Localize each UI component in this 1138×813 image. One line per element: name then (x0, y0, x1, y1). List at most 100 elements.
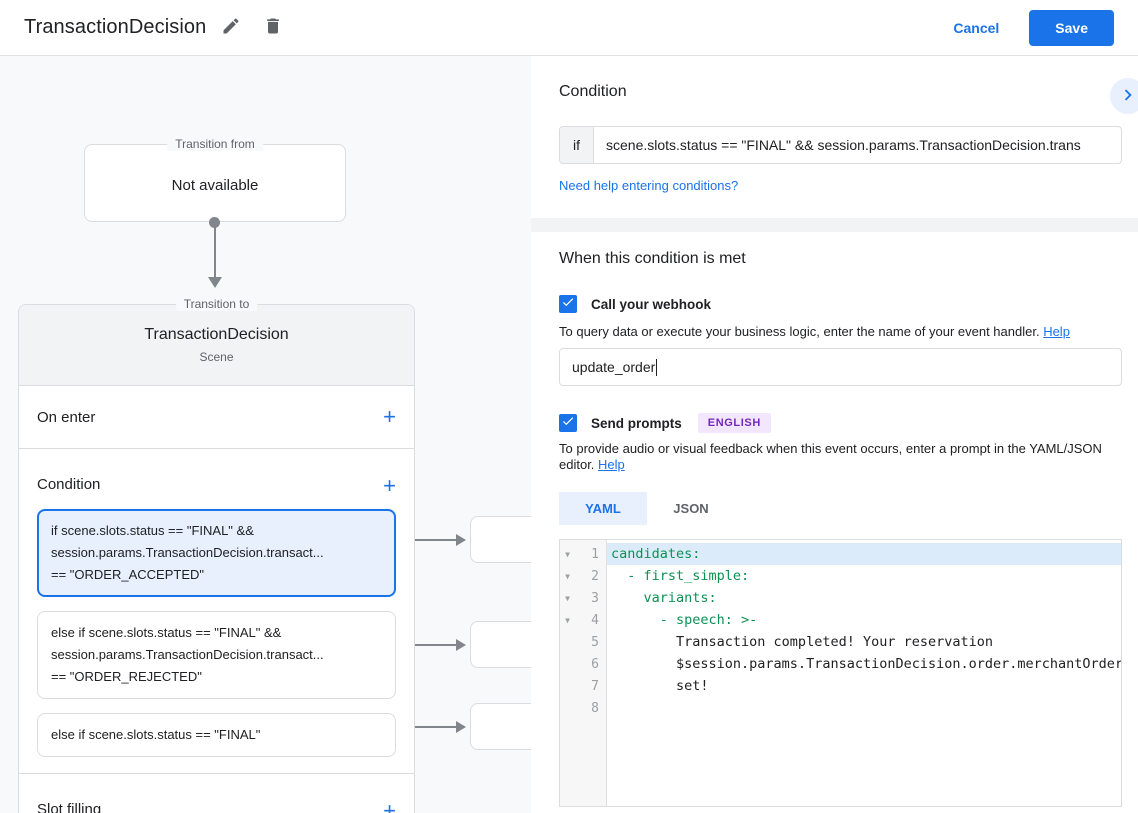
condition-section-label: Condition (37, 476, 101, 493)
line-number: 3 (591, 590, 599, 606)
condition-line: session.params.TransactionDecision.trans… (51, 647, 324, 662)
slot-filling-label: Slot filling (37, 801, 102, 813)
flow-canvas: Transition from Not available Transition… (0, 56, 531, 813)
add-condition-button[interactable]: + (383, 473, 396, 498)
connector-arrow-right-icon (456, 534, 466, 546)
yaml-editor[interactable]: ▼ 1 ▼ 2 ▼ 3 ▼ 4 5 6 7 8 candidates: - first_… (559, 539, 1122, 807)
condition-expression-field[interactable]: if scene.slots.status == "FINAL" && sess… (559, 126, 1122, 164)
pencil-icon (221, 16, 241, 39)
add-on-enter-button[interactable]: + (383, 404, 396, 429)
on-enter-section: On enter + (19, 385, 414, 448)
slot-filling-section: Slot filling + Slot validation (19, 773, 414, 813)
cancel-button[interactable]: Cancel (953, 19, 1000, 36)
section-divider (531, 218, 1138, 232)
line-number: 1 (591, 546, 599, 562)
transition-to-legend: Transition to (175, 297, 258, 311)
tab-yaml[interactable]: YAML (559, 492, 647, 525)
tab-json[interactable]: JSON (673, 501, 709, 516)
code-line: - first_simple: (611, 568, 750, 584)
scene-subtitle: Scene (199, 350, 234, 364)
webhook-helper: To query data or execute your business l… (559, 324, 1070, 339)
edit-title-button[interactable] (214, 11, 248, 45)
transition-target-box[interactable] (470, 703, 531, 750)
fold-toggle-icon[interactable]: ▼ (565, 571, 570, 581)
transition-from-legend: Transition from (167, 137, 263, 151)
fold-toggle-icon[interactable]: ▼ (565, 593, 570, 603)
code-line (607, 697, 1121, 719)
condition-line: else if scene.slots.status == "FINAL" && (51, 625, 282, 640)
transition-to-card: Transition to TransactionDecision Scene … (18, 297, 415, 813)
transition-from-box: Transition from Not available (84, 137, 346, 222)
code-line: $session.params.TransactionDecision.orde… (676, 656, 1121, 672)
connector-arrow-right-icon (456, 721, 466, 733)
send-prompts-row: Send prompts ENGLISH (559, 413, 1122, 433)
fold-toggle-icon[interactable]: ▼ (565, 615, 570, 625)
editor-tabs: YAML JSON (559, 492, 1122, 525)
code-line: variants: (611, 590, 717, 606)
condition-line: == "ORDER_REJECTED" (51, 669, 202, 684)
checkmark-icon (561, 414, 575, 433)
save-button[interactable]: Save (1029, 9, 1114, 46)
add-slot-button[interactable]: + (383, 800, 396, 813)
condition-card-accepted[interactable]: if scene.slots.status == "FINAL" && sess… (37, 509, 396, 597)
webhook-handler-value: update_order (572, 359, 656, 375)
line-number: 2 (591, 568, 599, 584)
line-number: 6 (591, 656, 599, 672)
on-enter-label: On enter (37, 408, 96, 426)
language-badge: ENGLISH (697, 413, 771, 433)
connector-line (399, 539, 457, 541)
condition-expression-value[interactable]: scene.slots.status == "FINAL" && session… (606, 137, 1081, 153)
transition-target-box[interactable] (470, 621, 531, 668)
line-number: 4 (591, 612, 599, 628)
transition-from-content: Not available (171, 176, 259, 194)
prompts-help-link[interactable]: Help (598, 457, 625, 472)
chevron-right-icon (1117, 84, 1138, 109)
code-line: set! (611, 678, 709, 694)
when-condition-heading: When this condition is met (559, 250, 746, 267)
editor-gutter: ▼ 1 ▼ 2 ▼ 3 ▼ 4 5 6 7 8 (560, 540, 607, 806)
collapse-panel-button[interactable] (1110, 78, 1138, 114)
prompts-helper: To provide audio or visual feedback when… (559, 441, 1102, 472)
code-line: Transaction completed! Your reservation (611, 634, 994, 650)
if-prefix: if (560, 127, 594, 163)
text-cursor (656, 358, 658, 376)
send-prompts-checkbox[interactable] (559, 414, 577, 432)
condition-card-final[interactable]: else if scene.slots.status == "FINAL" (37, 713, 396, 757)
line-number: 5 (591, 634, 599, 650)
panel-condition-heading: Condition (559, 83, 627, 100)
line-number: 8 (591, 700, 599, 716)
condition-detail-panel: Condition if scene.slots.status == "FINA… (531, 56, 1138, 813)
connector-line (214, 227, 216, 278)
fold-toggle-icon[interactable]: ▼ (565, 549, 570, 559)
connector-dot (209, 217, 220, 228)
connector-line (399, 726, 457, 728)
line-number: 7 (591, 678, 599, 694)
condition-line: else if scene.slots.status == "FINAL" (51, 727, 261, 742)
transition-target-box[interactable] (470, 516, 531, 563)
connector-arrow-right-icon (456, 639, 466, 651)
webhook-handler-input[interactable]: update_order (559, 348, 1122, 386)
page-title: TransactionDecision (24, 16, 207, 38)
webhook-checkbox[interactable] (559, 295, 577, 313)
condition-line: if scene.slots.status == "FINAL" && (51, 523, 254, 538)
condition-section: Condition + if scene.slots.status == "FI… (19, 448, 414, 773)
scene-title: TransactionDecision (144, 326, 289, 343)
trash-icon (263, 16, 283, 39)
condition-line: == "ORDER_ACCEPTED" (51, 567, 204, 582)
connector-line (399, 644, 457, 646)
scene-header: TransactionDecision Scene (19, 305, 414, 385)
code-line: candidates: (607, 543, 1121, 565)
send-prompts-label: Send prompts (591, 415, 682, 431)
webhook-label: Call your webhook (591, 296, 712, 312)
delete-scene-button[interactable] (256, 11, 290, 45)
conditions-help-link[interactable]: Need help entering conditions? (559, 178, 739, 193)
condition-line: session.params.TransactionDecision.trans… (51, 545, 324, 560)
editor-code-area[interactable]: candidates: - first_simple: variants: - … (607, 540, 1121, 806)
code-line: - speech: >- (611, 612, 758, 628)
connector-arrow-down-icon (208, 277, 222, 288)
top-bar: TransactionDecision Cancel Save (0, 0, 1138, 56)
webhook-row: Call your webhook (559, 295, 1122, 313)
webhook-help-link[interactable]: Help (1043, 324, 1070, 339)
condition-card-rejected[interactable]: else if scene.slots.status == "FINAL" &&… (37, 611, 396, 699)
checkmark-icon (561, 295, 575, 314)
